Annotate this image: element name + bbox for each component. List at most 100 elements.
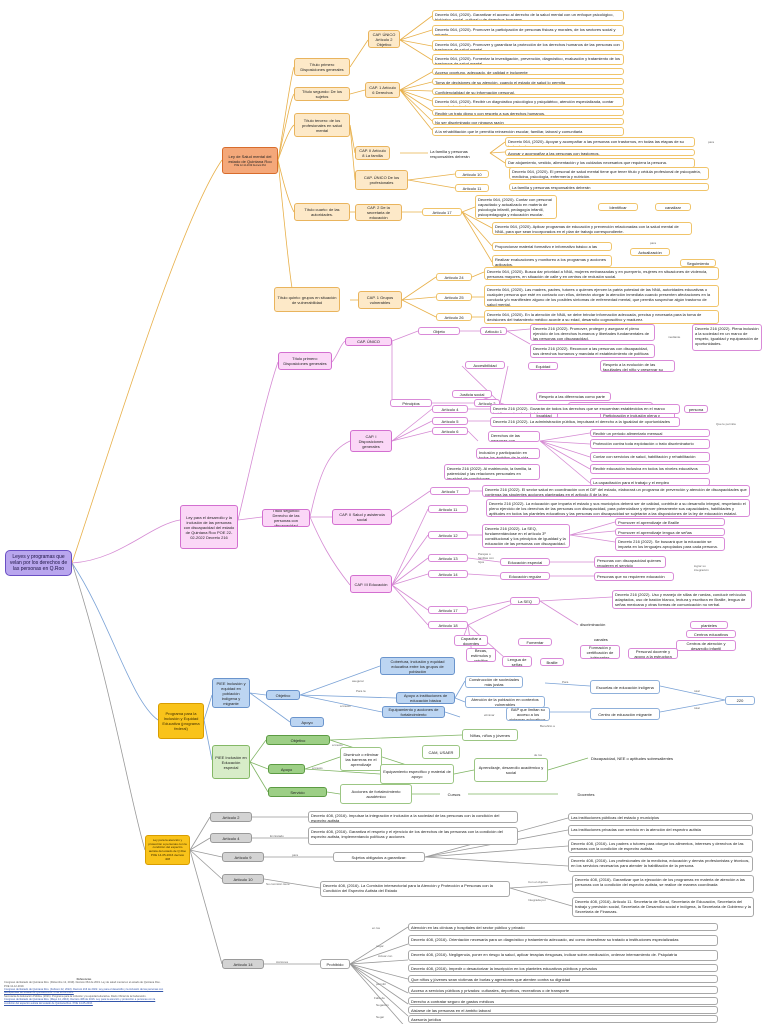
piee-bap: BAP que limitan su acceso a los sistemas… [506,707,550,721]
salud-articulo-10: Artículo 10 [455,170,489,178]
disc-equidad: Equidad [528,362,558,370]
disc-articulo-6-a: Derechos de las personas con discapacida… [488,431,540,442]
piee-objetivo-1: Objetivo [266,690,300,700]
salud-familia-1: Decreto 064, (2020). Apoyar y acompañar … [505,137,695,147]
disc-articulo-1-b: Decreto 216 (2022). Reconoce a las perso… [530,344,655,358]
salud-articulo-11-text: La familia y personas responsables deber… [509,183,709,191]
piee-apoyo-2: Apoyo [268,764,305,774]
salud-derecho-3: Confidencialidad de su información perso… [432,88,624,95]
reference-4[interactable]: Congreso del Estado de Quintana Roo. (Ma… [4,998,156,1005]
disc-discriminacion: discriminación [580,622,606,627]
salud-law-note: POE 12-12-2019 Decreto 064 [234,164,266,167]
piee-label-a-traves-1: a través [340,704,351,708]
salud-law-title: Ley de Salud mental del estado de Quinta… [228,154,272,164]
piee-cobertura: Cobertura, inclusión y equidad educativa… [380,657,455,675]
salud-titulo-2: Título segundo: De los sujetos [294,87,350,101]
piee-total-220: 220 [725,696,755,705]
disc-articulo-12-text: Decreto 216 (2022). La SEQ, fundamentánd… [482,524,570,548]
salud-derecho-1: Acceso oportuno, adecuado, de calidad e … [432,68,624,75]
salud-articulo-11: Artículo 11 [455,184,489,192]
disc-mediante-label: mediante [668,335,681,339]
piee-servicio: Servicio [268,787,327,797]
disc-articulo-11-text: Decreto 216 (2022). La educación que imp… [486,499,750,517]
salud-titulo-1: Título primero Disposiciones generales [294,58,350,76]
disc-planteles: planteles [690,621,728,629]
disc-articulo-12: Artículo 12 [428,531,468,539]
root-topic: Leyes y programas que velan por los dere… [5,550,72,576]
salud-seguimiento: Seguimiento [680,259,716,267]
disc-senas-aprendizaje: Promover el aprendizaje lengua de señas [615,528,725,536]
disc-braille: Braille [540,658,564,666]
salud-articulo-17: Artículo 17 [422,208,462,216]
disc-derecho-4: Recibir educación inclusiva en todos los… [590,464,710,474]
piee-cursos: Cursos [447,791,461,797]
salud-objetivo-3: Decreto 064, (2020). Promover y garantiz… [432,40,624,51]
salud-derecho-4: Decreto 064, (2020). Recibir un diagnóst… [432,97,624,107]
autismo-articulo-14: Artículo 14 [222,959,264,969]
reference-3: Secretaría de Educación Pública. (2021).… [4,994,147,998]
salud-derecho-6: No ser discriminado por ninguna razón [432,118,624,125]
piee-discapacidad-nee: Discapacidad, NEE o aptitudes sobresalie… [590,755,674,761]
disc-titulo-1: Título primero: Disposiciones generales [278,352,332,370]
autismo-label-en-estado: En Estado [270,834,284,838]
disc-personal-docente: Personal docente y apoyo a la estructura [628,648,678,659]
autismo-label-actuar: Actuar con [378,954,393,958]
autismo-label-negar: negar [376,944,384,948]
autismo-prohibido-4: Decreto 408, (2016). Impedir o desautori… [408,964,718,972]
salud-titulo-5: Título quinto: grupos en situación de vu… [274,287,340,312]
salud-para-label: para [650,241,657,245]
piee-escuelas-indigena: Escuelas de educación indígena [590,680,660,694]
piee-label-para: Para [562,680,569,684]
disc-educacion-especial: Educación especial [500,558,550,566]
disc-articulo-1-side: Decreto 216 (2022). Plena inclusión a la… [692,324,762,351]
disc-articulo-11: Artículo 11 [428,505,468,513]
autismo-articulo-2-text: Decreto 408, (2016). Impulsar la integra… [308,811,518,823]
discapacidad-law: Ley para el desarrollo y la inclusión de… [180,505,238,549]
disc-articulo-6-b: Inclusión y participación en todos los á… [476,448,540,459]
autismo-prohibido-6: Acceso a servicios públicos y privados: … [408,986,718,994]
disc-capacitar-docentes: Capacitar a docentes [454,635,488,646]
reference-1: Congreso del Estado de Quintana Roo. (Di… [4,981,161,988]
piee-objetivo-2: Objetivo [266,735,330,745]
piee-ninos-jovenes: Niñas, niños y jóvenes [462,729,518,741]
disc-braille-aprendizaje: Promover el aprendizaje de Braille [615,518,725,526]
autismo-prohibido-9: Asesoría jurídica [408,1015,718,1023]
salud-titulo-4: Título cuarto: de las autoridades. [294,203,350,221]
disc-lenguajes-apropiados: Decreto 216 (2022). Se buscará que la ed… [615,537,725,551]
autismo-label-acciones: Acciones [276,960,289,964]
disc-derecho-2: Protección contra toda explotación o tra… [590,439,710,449]
disc-lengua-senas: Lengua de señas [502,656,532,667]
piee-sociedades-justas: Construcción de sociedades más justas [465,676,523,688]
autismo-prohibido-7: Derecho a contratar seguro de gastos méd… [408,997,718,1005]
autismo-label-permitir: permitir [376,982,387,986]
disc-derecho-3: Contar con servicios de salud, habilitac… [590,452,710,462]
disc-articulo-18: Artículo 18 [428,621,468,629]
autismo-articulo-9-text: Sujetos obligados a garantizar: [333,852,425,862]
disc-parejas-label: Parejas o familias con hijos [478,552,494,564]
salud-objetivo-2: Decreto 064, (2020). Promover la partici… [432,25,624,36]
disc-articulo-7-text: Decreto 216 (2022). El sector salud en c… [482,485,750,497]
autismo-law: Ley para la atención y protección a pers… [145,835,190,865]
autismo-articulo-10-text: Decreto 408, (2016). La Comisión interse… [320,881,510,897]
salud-articulo-17-c: Proporcionar material formativo e inform… [492,242,612,251]
reference-2[interactable]: Congreso del Estado de Quintana Roo. (Fe… [4,988,164,995]
salud-cap-profesionales: CAP. ÚNICO De los profesionales [355,170,408,190]
salud-objetivo-4: Decreto 064, (2020). Fomentar la investi… [432,54,624,65]
autismo-label-negar-2: Negar [376,1015,385,1019]
salud-cap-familia: CAP. II Artículo 8 La familia [355,146,390,160]
disc-derecho-1: Recibir un periodo alimentario mensual [590,429,710,437]
piee-label-beneficio: Beneficio a [540,724,555,728]
salud-articulo-25-text: Decreto 064, (2020). Las madres, padres,… [484,285,719,307]
piee-label-a-traves-3: a través [332,743,343,747]
salud-cap-vulnerables: CAP. 1 Grupos vulnerables [358,291,402,309]
piee-label-de-los: de los [534,753,543,757]
salud-titulo-3: Título tercero: de los profesionales en … [294,113,350,137]
salud-articulo-17-d: Realizar evaluaciones y monitoreo a los … [492,255,612,267]
autismo-obligado-4: Decreto 408, (2016). Los profesionales d… [568,856,753,872]
disc-objeto: Objeto [418,327,460,335]
salud-derecho-7: A la rehabilitación que le permitía rein… [432,127,624,136]
disc-que-permita-label: Que le permita [716,422,736,426]
disc-principios: Principios [390,399,432,407]
autismo-obligado-3: Decreto 408, (2016). Los padres o tutore… [568,839,753,853]
autismo-prohibido-2: Decreto 408, (2016). Orientación necesar… [408,935,718,946]
